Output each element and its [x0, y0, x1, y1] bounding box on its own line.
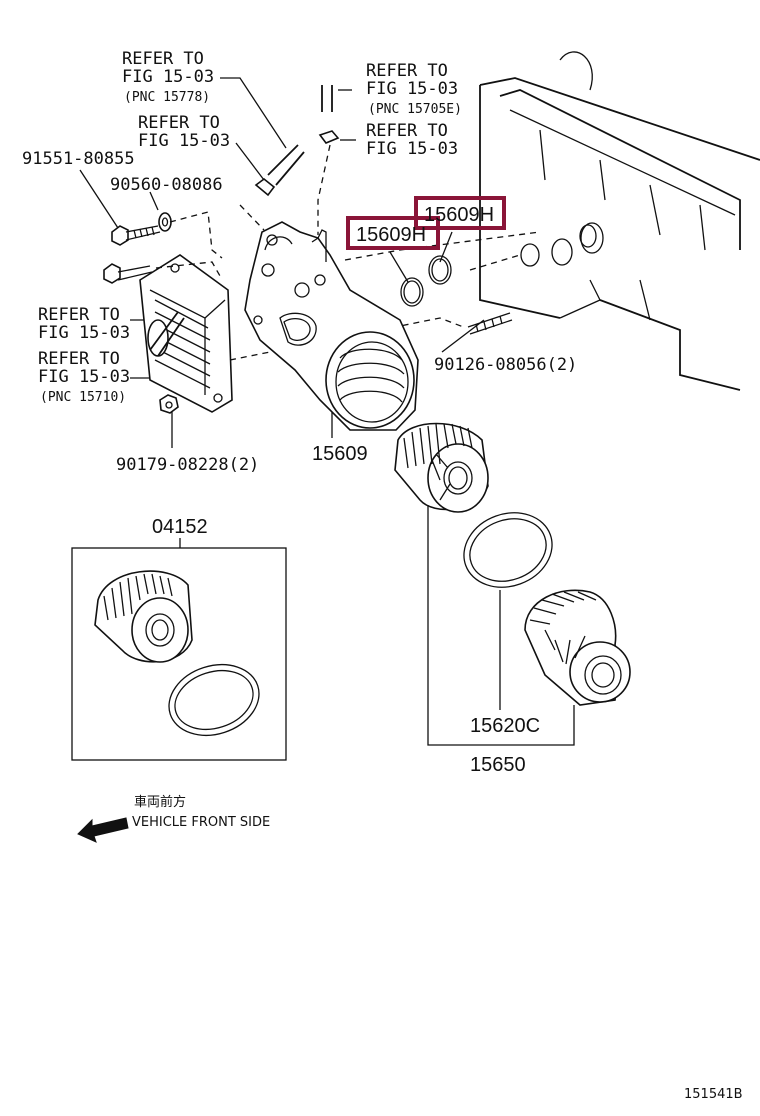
refer-label-3-line1: REFER TO: [366, 61, 448, 81]
highlight-box-15609h-lower: [346, 216, 440, 250]
highlight-box-15609h-upper: [414, 196, 506, 230]
stud-90126: [467, 312, 513, 335]
part-number-15609h-lower: 15609H: [356, 224, 426, 246]
refer-label-5-line1: REFER TO: [38, 305, 120, 325]
refer-label-4-line1: REFER TO: [366, 121, 448, 141]
part-number-90179: 90179-08228(2): [116, 455, 259, 475]
refer-label-6-line1: REFER TO: [38, 349, 120, 369]
inset-box-04152: [71, 547, 287, 761]
arrow-left-icon: [77, 817, 129, 843]
filter-housing: [244, 221, 419, 431]
diagram-id: 151541B: [684, 1087, 743, 1102]
part-number-04152: 04152: [152, 516, 208, 538]
part-number-91551: 91551-80855: [22, 149, 135, 169]
refer-label-4-line2: FIG 15-03: [366, 139, 458, 159]
engine-block: [479, 51, 760, 391]
front-side-label-jp: 車両前方: [134, 794, 186, 810]
part-number-15650: 15650: [470, 754, 526, 776]
refer-label-6-line3: (PNC 15710): [40, 390, 126, 405]
nut-90179: [159, 394, 179, 414]
part-number-15609h-upper: 15609H: [424, 204, 494, 226]
refer-label-1-line3: (PNC 15778): [124, 90, 210, 105]
refer-label-5-line2: FIG 15-03: [38, 323, 130, 343]
o-ring-15609h-b: [428, 255, 452, 285]
refer-label-2-line1: REFER TO: [138, 113, 220, 133]
part-number-90560: 90560-08086: [110, 175, 223, 195]
front-side-label-en: VEHICLE FRONT SIDE: [132, 815, 270, 830]
filter-cap: [524, 589, 631, 706]
refer-label-6-line2: FIG 15-03: [38, 367, 130, 387]
part-number-15609: 15609: [312, 443, 368, 465]
refer-label-2-line2: FIG 15-03: [138, 131, 230, 151]
refer-label-3-line3: (PNC 15705E): [368, 102, 462, 117]
refer-label-3-line2: FIG 15-03: [366, 79, 458, 99]
oil-cooler: [139, 254, 233, 413]
pipe-upper-left: [254, 144, 305, 197]
bolt-91551: [111, 225, 161, 246]
part-number-90126: 90126-08056(2): [434, 355, 577, 375]
pipe-upper-right: [317, 85, 340, 235]
o-ring-large: [463, 512, 553, 588]
bolt-upper-cooler: [103, 263, 153, 284]
part-number-15620c: 15620C: [470, 715, 540, 737]
refer-label-1-line2: FIG 15-03: [122, 67, 214, 87]
filter-element: [394, 422, 489, 513]
washer-90560: [158, 212, 172, 232]
o-ring-15609h-a: [400, 277, 424, 307]
refer-label-1-line1: REFER TO: [122, 49, 204, 69]
